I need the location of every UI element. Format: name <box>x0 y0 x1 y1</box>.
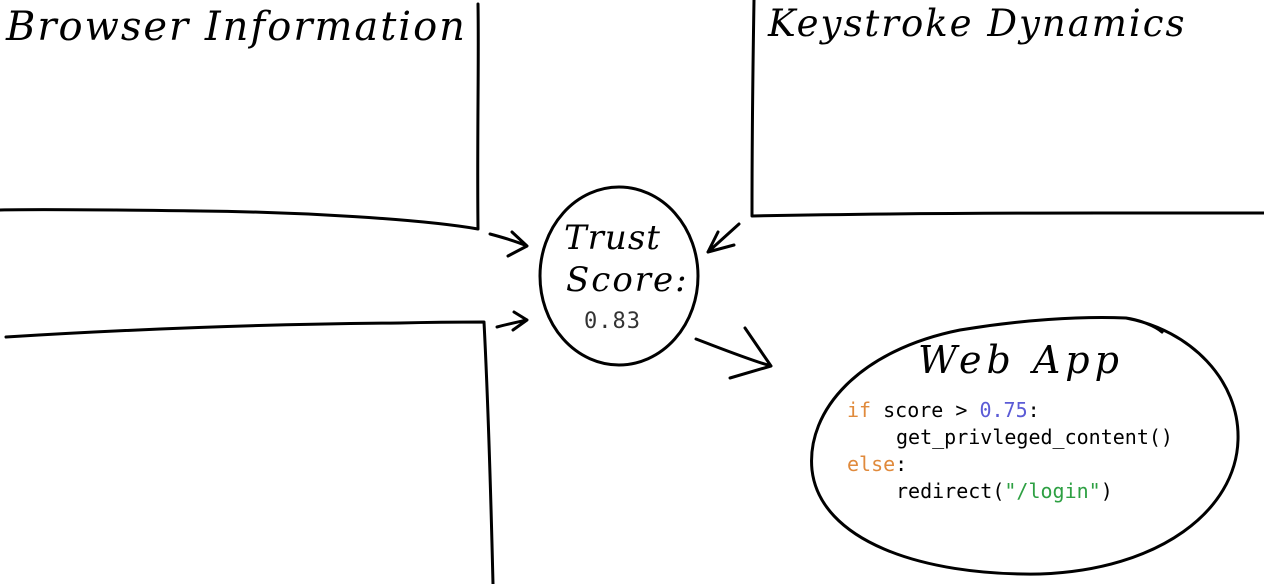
code-line-if: if score > 0.75: <box>847 397 1173 424</box>
code-condition: score > <box>871 398 980 422</box>
trust-score-circle <box>538 185 700 367</box>
browser-panel-border <box>0 2 480 231</box>
trust-score-label-line2: Score: <box>566 260 689 300</box>
code-privileged-call: get_privleged_content() <box>896 425 1173 449</box>
webapp-ellipse <box>810 316 1240 576</box>
web-app-code-block: if score > 0.75: get_privleged_content()… <box>847 397 1173 505</box>
code-threshold: 0.75 <box>979 398 1028 422</box>
arrow-trust-to-webapp <box>694 326 773 380</box>
code-keyword-if: if <box>847 398 872 422</box>
arrow-keystroke-to-trust <box>706 222 741 254</box>
bottom-left-panel-border <box>4 320 495 584</box>
arrow-browser-to-trust <box>488 230 529 258</box>
code-colon-if: : <box>1027 398 1040 422</box>
code-colon-else: : <box>895 452 908 476</box>
trust-score-value: 0.83 <box>584 309 641 334</box>
code-line-else: else: <box>847 451 1173 478</box>
code-keyword-else: else <box>847 452 896 476</box>
code-redirect-fn: redirect( <box>896 479 1005 503</box>
arrow-bottomleft-to-trust <box>495 310 529 332</box>
keystroke-panel-border <box>750 0 1264 218</box>
web-app-title: Web App <box>918 338 1124 382</box>
code-line-privileged: get_privleged_content() <box>847 424 1173 451</box>
trust-score-label-line1: Trust <box>564 218 661 258</box>
browser-information-label: Browser Information <box>6 4 467 50</box>
code-line-redirect: redirect("/login") <box>847 478 1173 505</box>
code-redirect-close: ) <box>1100 479 1113 503</box>
code-redirect-arg: "/login" <box>1004 479 1101 503</box>
keystroke-dynamics-label: Keystroke Dynamics <box>768 2 1187 45</box>
